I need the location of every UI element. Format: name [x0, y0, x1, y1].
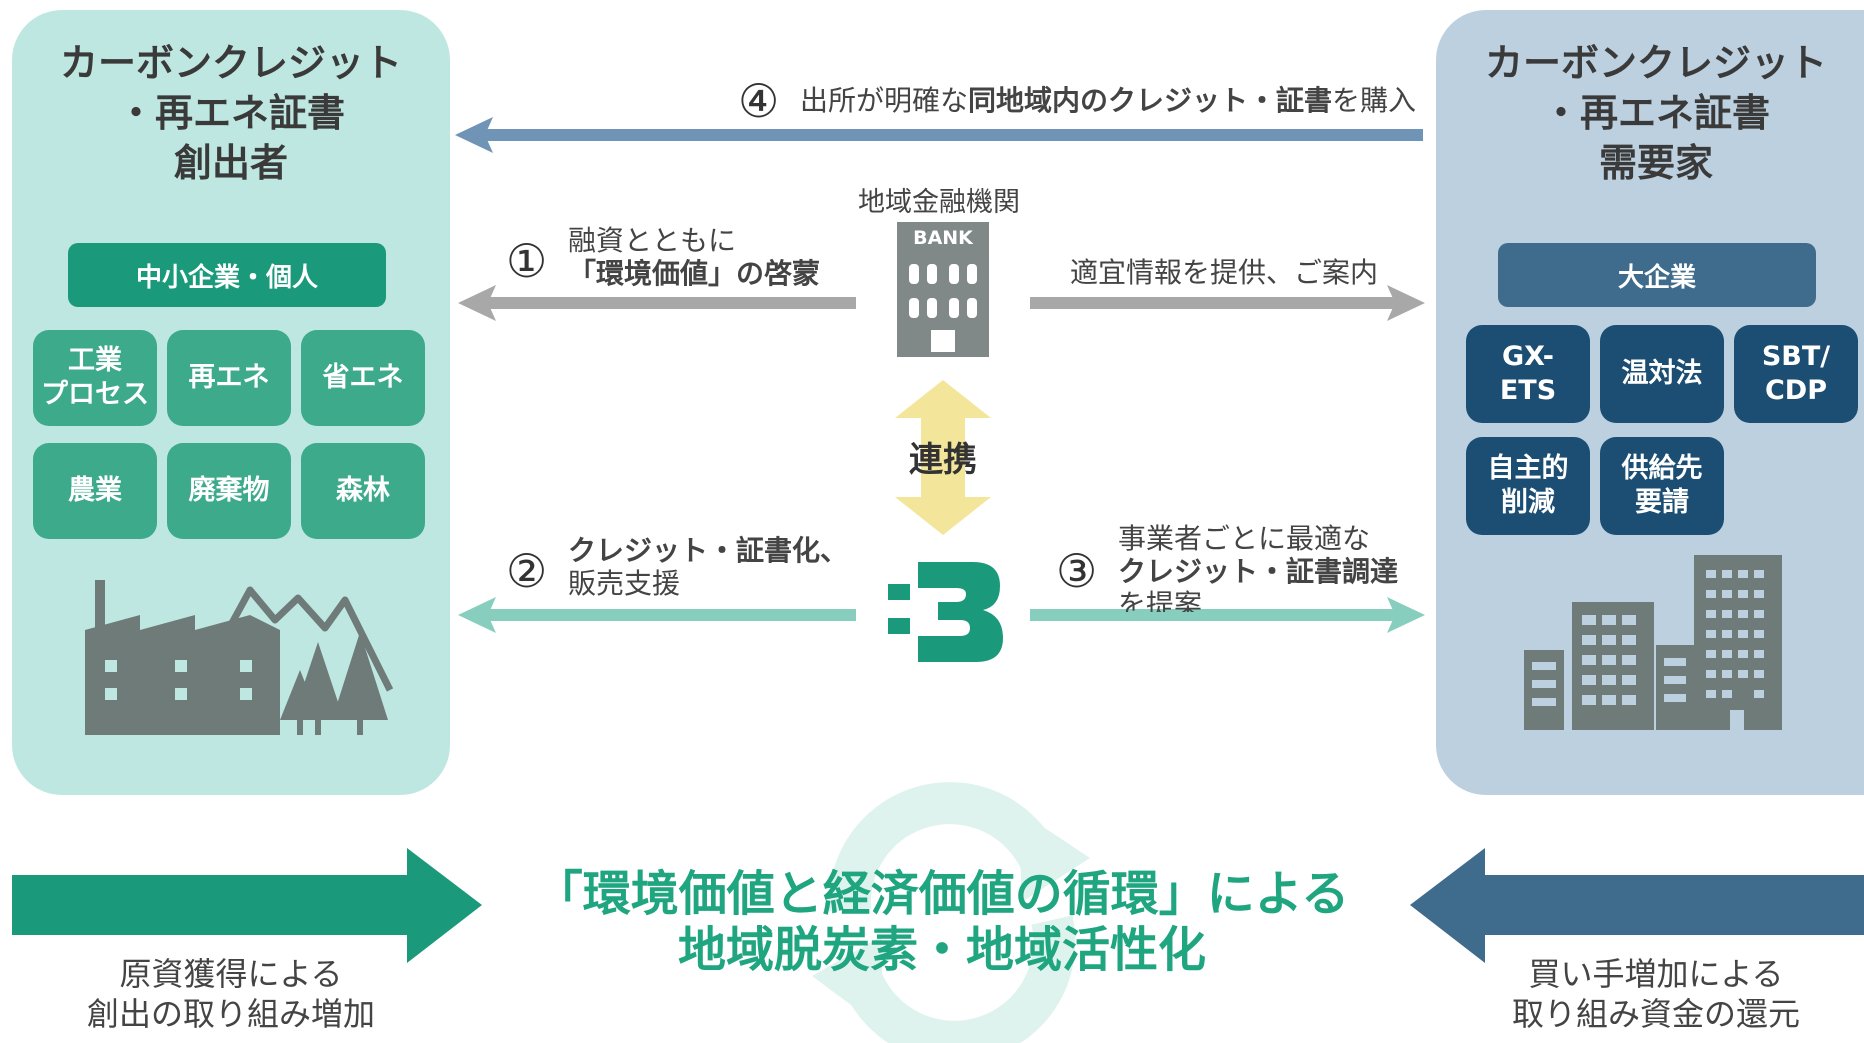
tile-line: 要請: [1635, 487, 1689, 518]
bank-building-icon: BANK: [897, 222, 989, 357]
link-label: 連携: [909, 440, 977, 480]
bank-sign: BANK: [913, 227, 974, 249]
left-bottom-caption: 原資獲得による 創出の取り組み増加: [12, 954, 450, 1034]
tile-forest: 森林: [301, 443, 425, 539]
step-2-label: クレジット・証書化、 販売支援: [568, 534, 848, 600]
tile-sbt-cdp: SBT/CDP: [1734, 325, 1858, 423]
tile-global-warming-act: 温対法: [1600, 325, 1724, 423]
buyer-title-line2: ・再エネ証書: [1541, 91, 1770, 135]
tile-line: CDP: [1764, 375, 1827, 406]
buyer-title-line3: 需要家: [1598, 141, 1713, 185]
tile-renewable: 再エネ: [167, 330, 291, 426]
central-message: 「環境価値と経済価値の循環」による 地域脱炭素・地域活性化: [482, 866, 1402, 978]
step-2-line2: 販売支援: [568, 567, 681, 600]
step-4-label: 出所が明確な同地域内のクレジット・証書を購入: [800, 84, 1416, 117]
central-message-line1: 「環境価値と経済価値の循環」による: [534, 866, 1350, 922]
factory-forest-icon: [85, 580, 394, 735]
tile-line: 削減: [1501, 487, 1555, 518]
buyer-title: カーボンクレジット ・再エネ証書 需要家: [1436, 38, 1864, 188]
tile-voluntary-reduction: 自主的削減: [1466, 437, 1590, 535]
tile-line: SBT/: [1761, 341, 1831, 372]
step-1-line1: 融資とともに: [568, 224, 737, 257]
tile-line: 工業: [68, 345, 122, 376]
creator-title: カーボンクレジット ・再エネ証書 創出者: [12, 38, 450, 188]
tile-line: プロセス: [41, 379, 149, 410]
arrow-purchase: [455, 117, 1423, 153]
tile-line: GX-: [1502, 341, 1554, 372]
step-3-label: 事業者ごとに最適な クレジット・証書調達 を提案: [1118, 522, 1398, 612]
arrow-certification-support: [458, 597, 856, 633]
big-arrow-right-to-center: [1410, 848, 1864, 963]
tile-line: ETS: [1499, 375, 1557, 406]
step-4-bold: 同地域内のクレジット・証書: [968, 84, 1333, 117]
arrow-procurement-proposal: [1030, 597, 1425, 633]
central-message-line2: 地域脱炭素・地域活性化: [677, 922, 1206, 978]
arrow-information: [1030, 285, 1425, 321]
tile-line: 自主的: [1487, 453, 1569, 484]
left-caption-line2: 創出の取り組み増加: [86, 995, 375, 1033]
tile-waste: 廃棄物: [167, 443, 291, 539]
left-caption-line1: 原資獲得による: [119, 955, 343, 993]
big-arrow-left-to-center: [12, 848, 482, 963]
creator-title-line2: ・再エネ証書: [116, 91, 345, 135]
arrow-financing: [458, 285, 856, 321]
step-1-label: 融資とともに 「環境価値」の啓蒙: [568, 224, 820, 290]
large-enterprise-badge: 大企業: [1498, 243, 1816, 307]
info-provide-label: 適宜情報を提供、ご案内: [1070, 256, 1379, 289]
step-1-line2: 「環境価値」の啓蒙: [568, 257, 821, 290]
step-3-number: ③: [1056, 544, 1098, 598]
step-4-post: を購入: [1332, 84, 1417, 117]
step-4-pre: 出所が明確な: [800, 84, 969, 117]
regional-bank-label: 地域金融機関: [858, 187, 1020, 218]
right-caption-line1: 買い手増加による: [1528, 955, 1784, 993]
sme-individual-badge: 中小企業・個人: [68, 243, 386, 307]
step-2-number: ②: [506, 544, 548, 598]
step-3-line1: 事業者ごとに最適な: [1118, 522, 1371, 555]
tile-supplier-request: 供給先要請: [1600, 437, 1724, 535]
creator-title-line3: 創出者: [173, 141, 288, 185]
tile-line: 供給先: [1621, 453, 1703, 484]
tile-agriculture: 農業: [33, 443, 157, 539]
step-3-line2: クレジット・証書調達: [1118, 555, 1399, 588]
step-1-number: ①: [506, 234, 548, 288]
cycle-arrows-icon: [812, 782, 1090, 1043]
step-2-line1: クレジット・証書化、: [568, 534, 849, 567]
tile-gx-ets: GX-ETS: [1466, 325, 1590, 423]
company-logo-icon: [888, 562, 1003, 662]
tile-industrial-process: 工業プロセス: [33, 330, 157, 426]
right-bottom-caption: 買い手増加による 取り組み資金の還元: [1436, 954, 1864, 1034]
step-3-line3: を提案: [1118, 588, 1203, 612]
link-double-arrow: [895, 380, 991, 535]
right-caption-line2: 取り組み資金の還元: [1511, 995, 1800, 1033]
office-buildings-icon: [1524, 555, 1782, 730]
step-4-number: ④: [738, 74, 780, 128]
tile-energy-saving: 省エネ: [301, 330, 425, 426]
creator-title-line1: カーボンクレジット: [59, 41, 402, 85]
buyer-title-line1: カーボンクレジット: [1484, 41, 1827, 85]
